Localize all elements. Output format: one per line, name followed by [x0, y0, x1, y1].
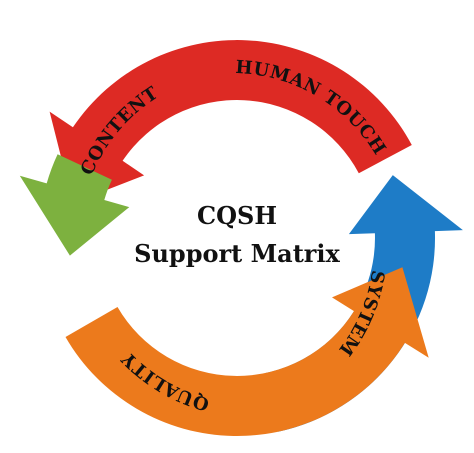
center-subtitle: Support Matrix — [134, 239, 340, 268]
center-title: CQSH — [197, 201, 277, 230]
arrow-content — [19, 154, 130, 256]
arrow-ring — [19, 40, 463, 436]
arrow-quality — [65, 267, 429, 436]
arrow-human-touch — [49, 40, 412, 204]
